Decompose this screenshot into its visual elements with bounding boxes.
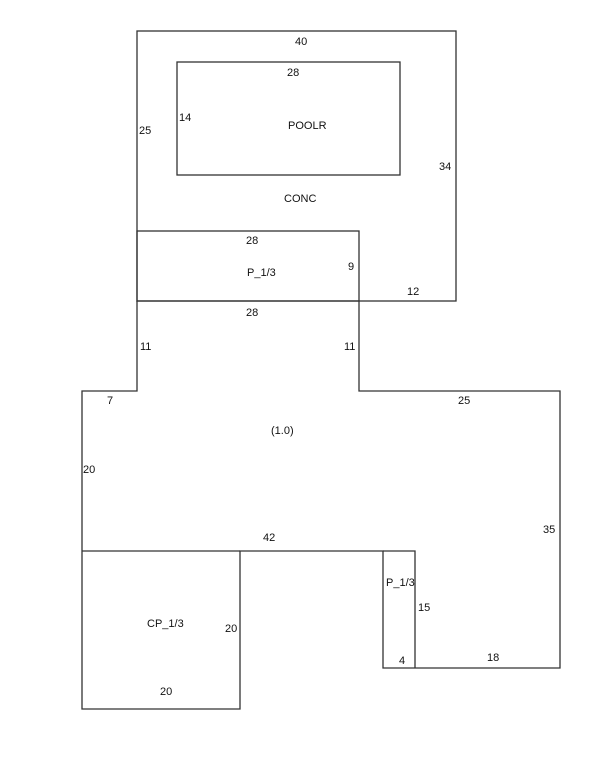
dim: 40 (295, 36, 307, 48)
dim: 18 (487, 652, 499, 664)
label-conc: CONC (284, 193, 316, 205)
label-patio-top: P_1/3 (247, 267, 276, 279)
dim: 28 (246, 307, 258, 319)
main-outline (81, 301, 561, 710)
dim: 25 (139, 125, 151, 137)
patio-small-outline (383, 550, 416, 668)
dim: 35 (543, 524, 555, 536)
dim: 20 (83, 464, 95, 476)
dim: 7 (107, 395, 113, 407)
dim: 34 (439, 161, 451, 173)
dim: 20 (225, 623, 237, 635)
poolr-outline (176, 61, 401, 176)
dim: 28 (246, 235, 258, 247)
label-main: (1.0) (271, 425, 294, 437)
label-poolr: POOLR (288, 120, 327, 132)
dim: 4 (399, 655, 405, 667)
dim: 28 (287, 67, 299, 79)
dim: 42 (263, 532, 275, 544)
dim: 9 (348, 261, 354, 273)
dim: 12 (407, 286, 419, 298)
dim: 11 (140, 341, 151, 353)
dim: 15 (418, 602, 430, 614)
dim: 25 (458, 395, 470, 407)
dim: 20 (160, 686, 172, 698)
label-carport: CP_1/3 (147, 618, 184, 630)
label-patio-small: P_1/3 (386, 577, 415, 589)
dim: 14 (179, 112, 191, 124)
dim: 11 (344, 341, 355, 353)
patio-top-outline (136, 230, 360, 302)
